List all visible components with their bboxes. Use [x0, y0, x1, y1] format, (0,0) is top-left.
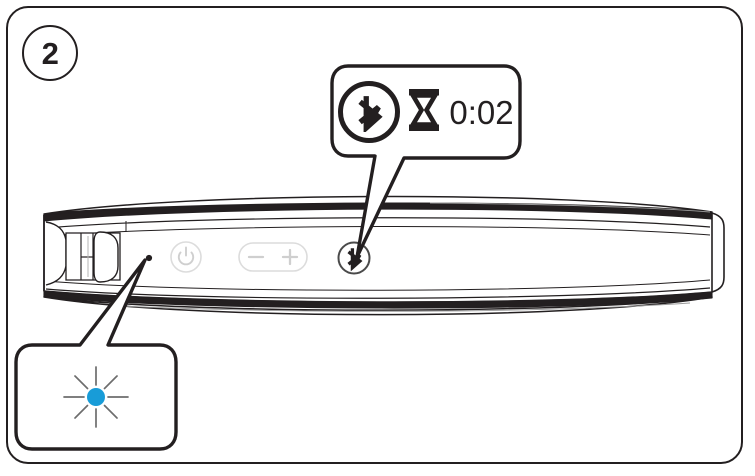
plus-icon[interactable]	[281, 248, 299, 266]
step-number-label: 2	[41, 35, 59, 71]
blinking-led-icon	[63, 366, 129, 428]
step-number-badge: 2	[22, 25, 78, 81]
speaker-body	[43, 195, 725, 316]
bluetooth-icon	[347, 248, 363, 272]
led-callout-box	[14, 258, 178, 451]
passive-radiator-grille	[43, 215, 121, 291]
power-icon	[177, 246, 195, 266]
power-button[interactable]	[170, 241, 202, 273]
bluetooth-button[interactable]	[337, 241, 371, 275]
status-led	[145, 254, 153, 262]
volume-control[interactable]	[238, 242, 308, 272]
diagram-frame	[6, 6, 743, 464]
